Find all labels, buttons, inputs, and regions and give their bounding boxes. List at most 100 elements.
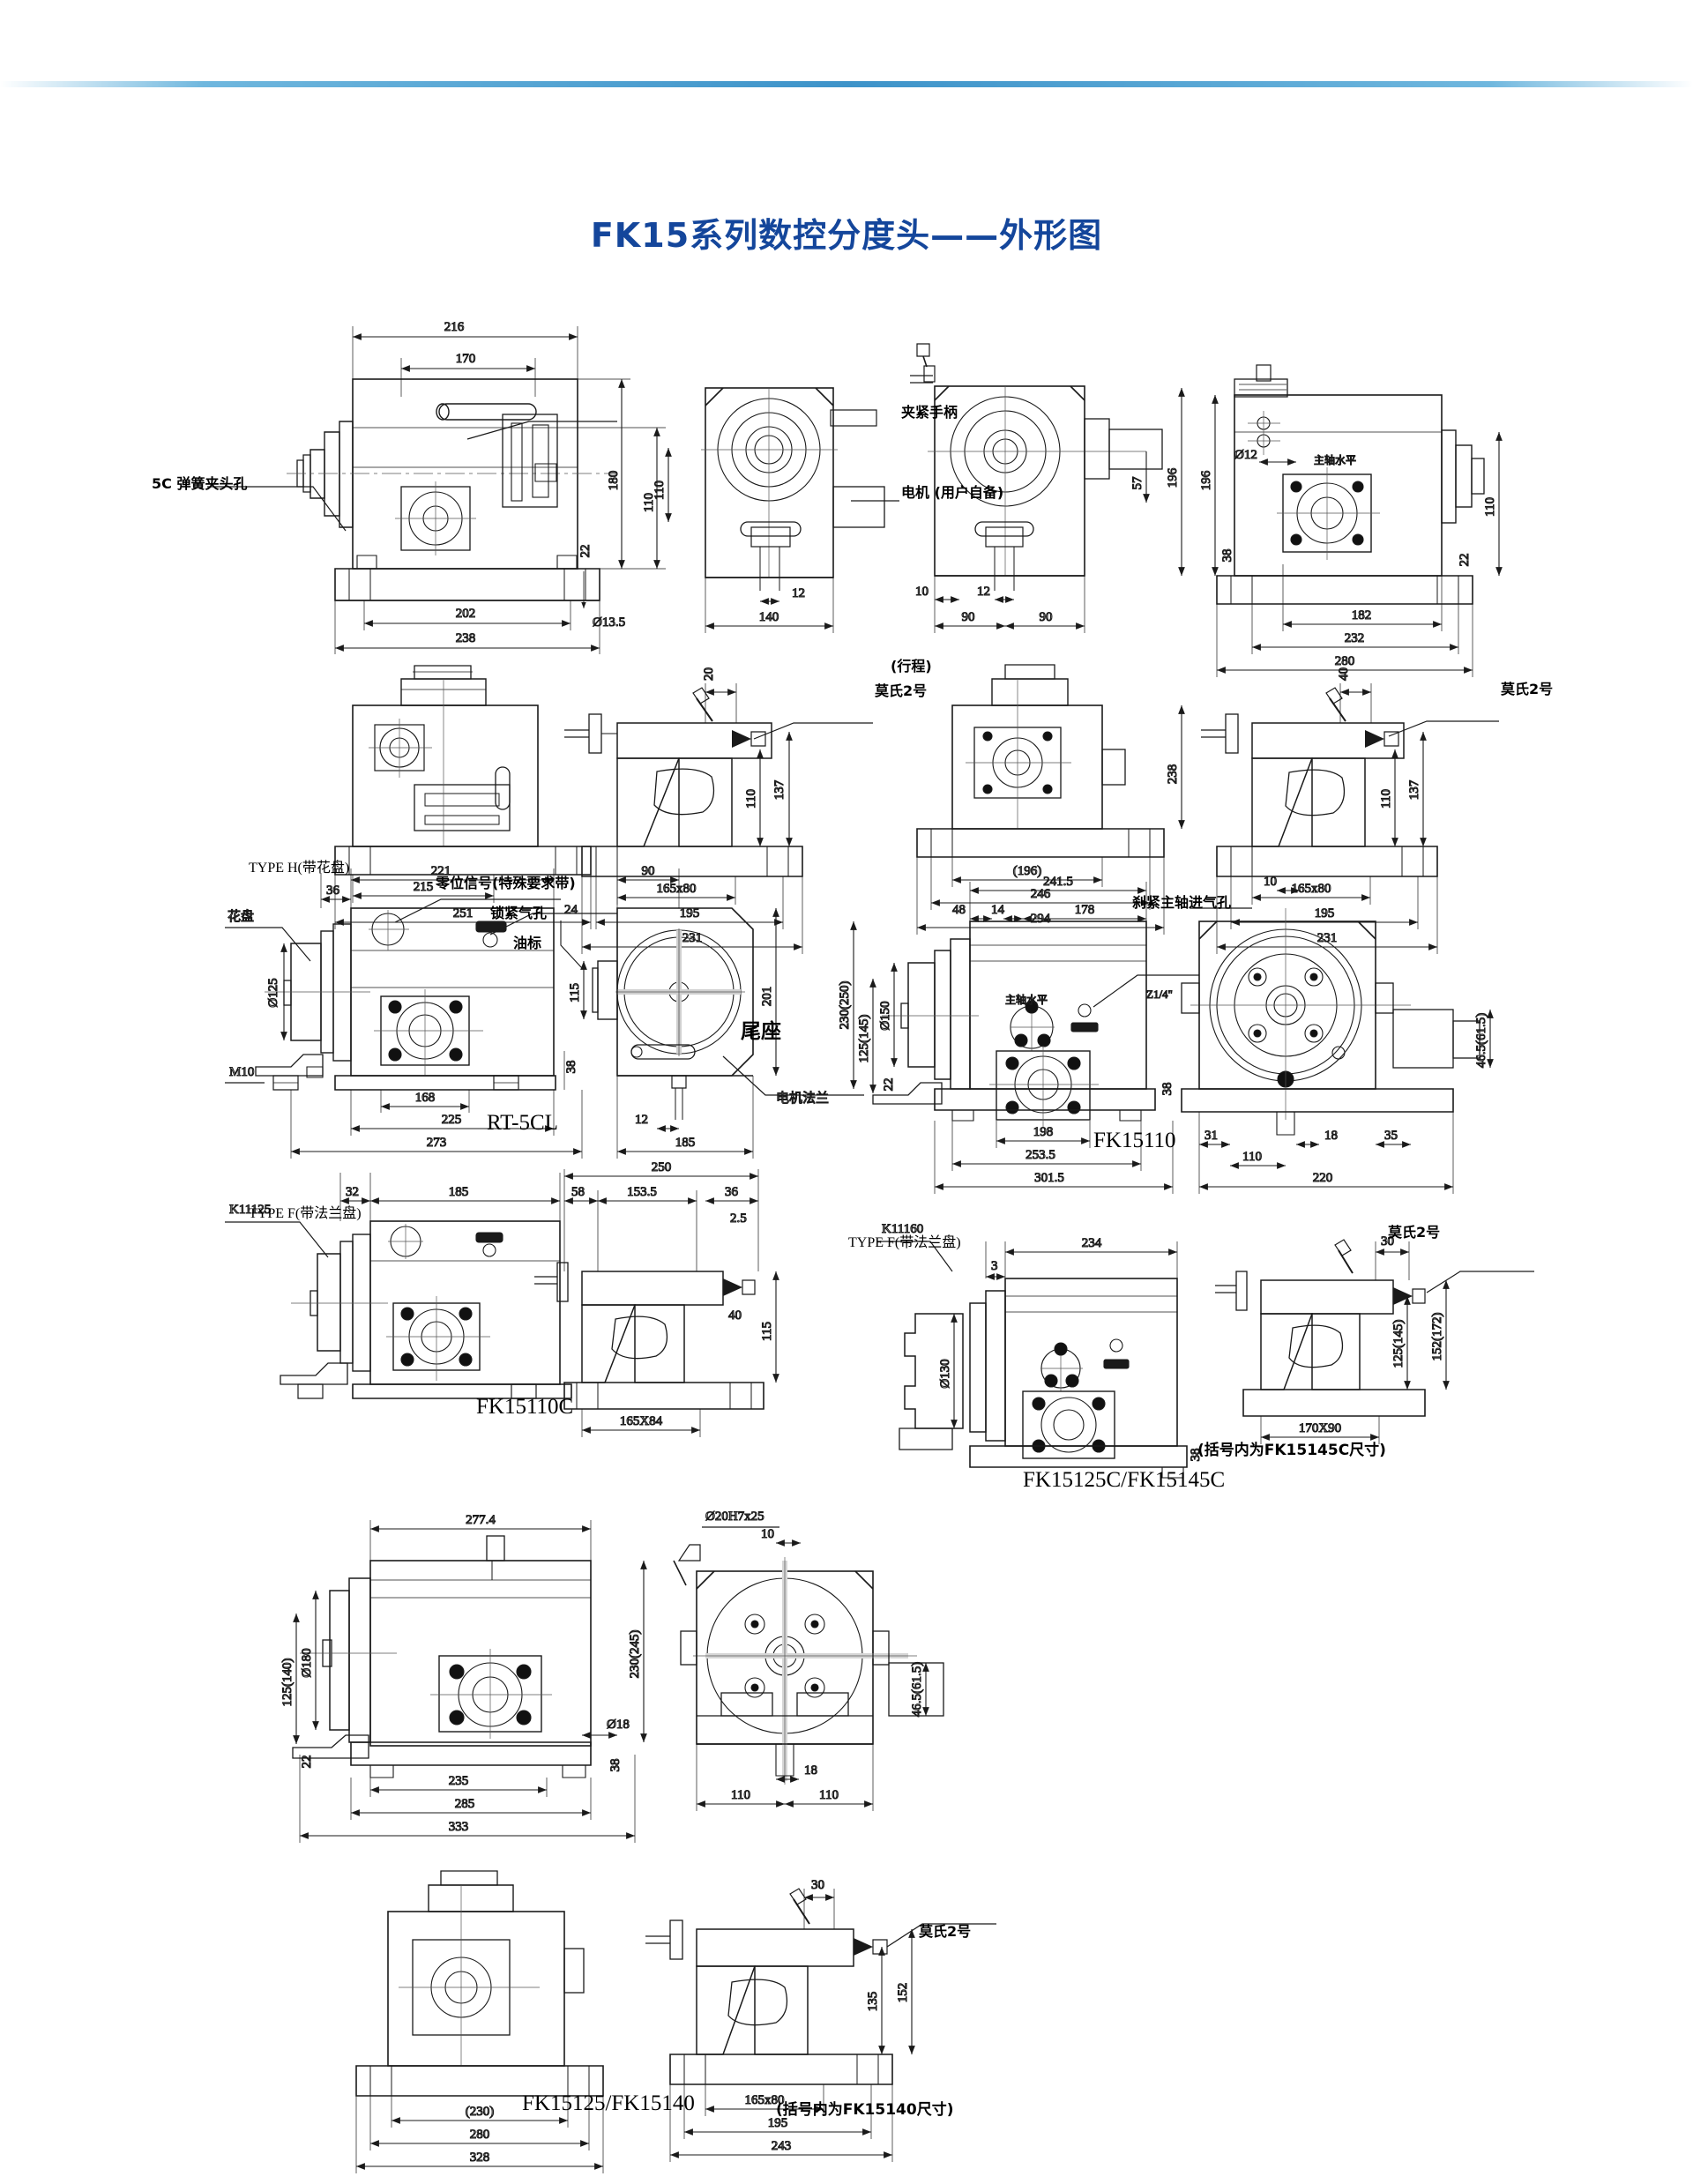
svg-text:Ø130: Ø130 (938, 1359, 952, 1388)
label-type-h: TYPE H(带花盘) (249, 861, 350, 876)
svg-text:Ø18: Ø18 (607, 1718, 630, 1732)
svg-text:(230): (230) (466, 2105, 495, 2119)
svg-text:46.5(61.5): 46.5(61.5) (1474, 1013, 1488, 1069)
svg-text:110: 110 (1483, 497, 1497, 517)
svg-text:241.5: 241.5 (1043, 875, 1073, 889)
svg-text:12: 12 (792, 586, 805, 600)
svg-text:234: 234 (1082, 1236, 1102, 1250)
svg-text:主轴水平: 主轴水平 (1314, 453, 1356, 466)
svg-text:电机法兰: 电机法兰 (776, 1091, 829, 1106)
label-morse-no2-125c: 莫氏2号 (1388, 1224, 1441, 1241)
svg-text:36: 36 (725, 1185, 739, 1199)
svg-text:170: 170 (456, 352, 476, 366)
svg-text:185: 185 (675, 1136, 696, 1150)
label-zero-signal: 零位信号(特殊要求带) (436, 875, 576, 891)
svg-text:K11160: K11160 (882, 1222, 923, 1236)
figure-fk15125: 277.4 Ø180 125(140) 22 235 285 333 Ø18 3… (280, 1509, 996, 2173)
svg-text:38: 38 (564, 1061, 578, 1074)
svg-text:110: 110 (1242, 1150, 1262, 1164)
svg-text:230(245): 230(245) (628, 1630, 642, 1679)
svg-text:246: 246 (1031, 887, 1051, 901)
caption-rt5cl: RT-5CL (487, 1111, 558, 1135)
figure-rt5cl: 216 170 202 238 180 110 22 Ø13.5 (207, 319, 899, 954)
svg-text:110: 110 (1379, 789, 1393, 809)
svg-text:195: 195 (768, 2116, 788, 2130)
svg-text:主轴水平: 主轴水平 (1005, 993, 1048, 1006)
svg-text:12: 12 (635, 1113, 648, 1127)
svg-text:花盘: 花盘 (227, 908, 254, 924)
svg-text:250: 250 (652, 1160, 672, 1174)
svg-text:137: 137 (772, 779, 787, 800)
svg-text:18: 18 (804, 1763, 817, 1778)
svg-text:Ø13.5: Ø13.5 (593, 615, 625, 630)
figure-fk15110: 10 12 90 90 196 57 (910, 343, 1503, 954)
svg-text:152: 152 (896, 1983, 910, 2003)
svg-text:238: 238 (456, 631, 476, 645)
svg-text:57: 57 (1130, 476, 1145, 490)
svg-text:165x80: 165x80 (1292, 882, 1331, 896)
svg-text:168: 168 (415, 1091, 436, 1105)
svg-text:225: 225 (442, 1113, 462, 1127)
label-morse-no2-rt5cl: 莫氏2号 (875, 682, 928, 699)
svg-text:110: 110 (642, 493, 656, 512)
svg-text:125(145): 125(145) (857, 1015, 871, 1063)
svg-text:202: 202 (456, 607, 476, 621)
svg-text:10: 10 (915, 585, 929, 599)
svg-text:110: 110 (653, 481, 667, 500)
svg-text:165x80: 165x80 (657, 882, 697, 896)
svg-text:153.5: 153.5 (627, 1185, 657, 1199)
label-morse-no2-fk15110: 莫氏2号 (1501, 681, 1554, 697)
svg-text:196: 196 (1166, 467, 1180, 488)
svg-text:231: 231 (1317, 931, 1338, 945)
svg-text:115: 115 (760, 1322, 774, 1341)
svg-text:137: 137 (1407, 779, 1421, 800)
svg-text:30: 30 (1381, 1234, 1394, 1249)
svg-text:10: 10 (761, 1527, 774, 1541)
svg-text:18: 18 (1324, 1129, 1338, 1143)
svg-text:165x80: 165x80 (745, 2093, 785, 2107)
svg-text:30: 30 (811, 1878, 824, 1892)
svg-text:Ø12: Ø12 (1234, 448, 1257, 462)
caption-fk15125c: FK15125C/FK15145C (1023, 1468, 1226, 1492)
svg-text:58: 58 (571, 1185, 585, 1199)
svg-text:125(145): 125(145) (1391, 1320, 1406, 1368)
svg-text:196: 196 (1199, 470, 1213, 490)
svg-text:180: 180 (607, 471, 621, 491)
svg-text:115: 115 (568, 983, 582, 1003)
svg-text:38: 38 (1220, 549, 1234, 563)
svg-text:215: 215 (414, 880, 434, 894)
label-lock-air-hole: 锁紧气孔 (490, 905, 548, 921)
svg-text:110: 110 (819, 1788, 839, 1802)
figure-fk15125c: 241.5 48 14 178 Ø150 125(145) 230(250) 2… (837, 874, 1534, 1479)
svg-text:232: 232 (1345, 631, 1365, 645)
svg-text:165X84: 165X84 (620, 1414, 663, 1428)
svg-text:38: 38 (1160, 1083, 1175, 1096)
svg-text:230(250): 230(250) (838, 981, 852, 1030)
label-motor-user-supplied: 电机 (用户自备) (901, 484, 1004, 501)
svg-text:195: 195 (680, 906, 700, 921)
svg-text:238: 238 (1166, 764, 1180, 785)
label-5c-collet-hole: 5C 弹簧夹头孔 (152, 475, 248, 492)
drawing-sheet: 216 170 202 238 180 110 22 Ø13.5 (0, 291, 1693, 2178)
header-rule (0, 81, 1693, 87)
svg-text:328: 328 (470, 2150, 490, 2165)
svg-text:135: 135 (866, 1992, 880, 2012)
label-brake-spindle-air-inlet: 刹紧主轴进气孔 (1132, 894, 1232, 911)
svg-text:273: 273 (427, 1136, 447, 1150)
svg-text:Ø125: Ø125 (266, 978, 280, 1007)
label-type-f-110c: TYPE F(带法兰盘) (249, 1206, 362, 1221)
svg-text:301.5: 301.5 (1034, 1171, 1064, 1185)
svg-text:24: 24 (564, 903, 578, 917)
label-clamp-handle: 夹紧手柄 (901, 404, 958, 421)
svg-text:40: 40 (728, 1308, 742, 1323)
svg-text:90: 90 (962, 610, 975, 624)
svg-text:12: 12 (977, 585, 990, 599)
svg-text:M10: M10 (229, 1065, 254, 1079)
svg-text:(196): (196) (1013, 864, 1042, 878)
svg-text:Ø180: Ø180 (300, 1648, 314, 1677)
svg-text:140: 140 (759, 610, 779, 624)
svg-text:Ø150: Ø150 (878, 1001, 892, 1030)
note-fk15145c: (括号内为FK15145C尺寸) (1197, 1442, 1386, 1459)
svg-text:231: 231 (682, 931, 703, 945)
